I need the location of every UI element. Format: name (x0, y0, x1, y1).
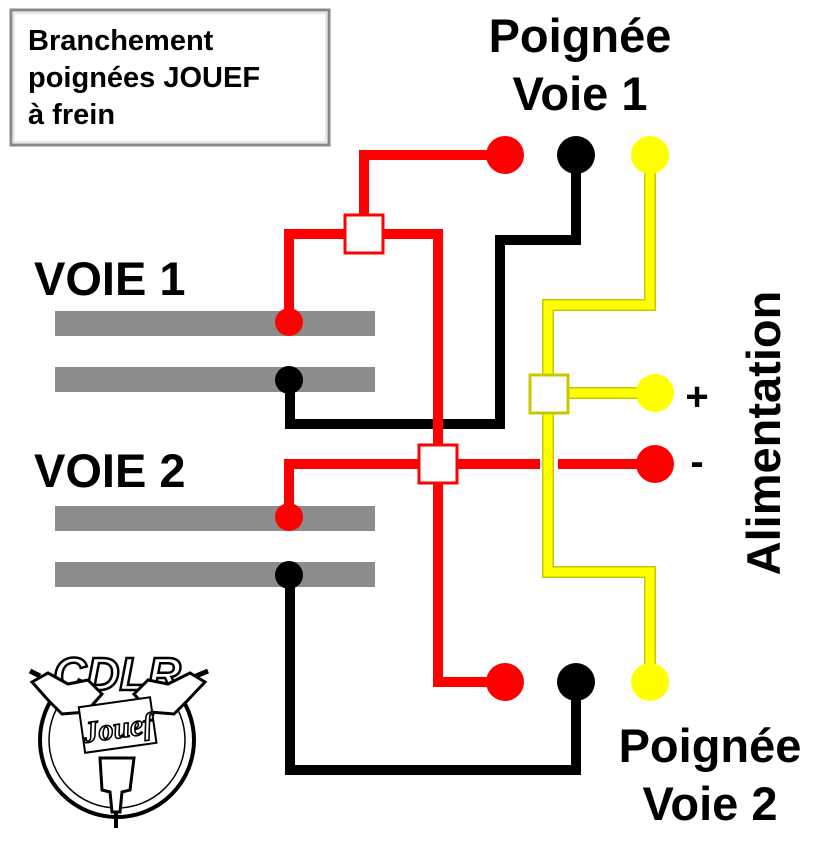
track1-rail1-contact (275, 308, 303, 336)
title-line-1: Branchement (28, 25, 214, 57)
title-line-2: poignées JOUEF (28, 62, 260, 94)
logo-brand-mark: Jouef (77, 696, 159, 754)
handle2-red-terminal (486, 663, 524, 701)
yellow-wire (543, 155, 655, 682)
track2-rail-2 (55, 562, 375, 587)
title-box-inner-frame (13, 12, 327, 143)
track1-rail-2 (55, 367, 375, 392)
terminals (275, 136, 674, 701)
red-wire-handle1-to-junction (359, 150, 505, 234)
junction-red-bottom (417, 443, 459, 485)
track2-rail-1 (55, 506, 375, 531)
track2-rail2-contact (275, 561, 303, 589)
cdlr-logo: CDLR Jouef (28, 647, 209, 828)
power-minus-terminal (636, 445, 674, 483)
power-plus-label: + (685, 375, 708, 419)
logo-hand-bottom-icon (98, 756, 136, 814)
power-minus-label: - (690, 440, 703, 484)
black-wire-handle2-track2 (285, 575, 581, 775)
logo-brand-plate (77, 696, 158, 754)
junctions (343, 213, 570, 485)
track2-label: VOIE 2 (34, 444, 186, 497)
power-label: Alimentation (737, 291, 790, 576)
logo-left-tool-icon (28, 668, 42, 679)
track1-rail-1 (55, 311, 375, 336)
handle2-label-line-2: Voie 2 (643, 777, 778, 830)
logo-left-hand-icon (29, 671, 105, 716)
handle1-black-terminal (557, 136, 595, 174)
power-plus-terminal (636, 374, 674, 412)
handle1-red-terminal (486, 136, 524, 174)
yellow-wire-outline (542, 155, 656, 682)
junction-yellow (528, 373, 570, 415)
junction-red-top (343, 213, 385, 255)
handle1-yellow-terminal (631, 136, 669, 174)
rails (55, 311, 375, 587)
handle2-label-line-1: Poignée (619, 719, 802, 772)
title-line-3: à frein (28, 99, 115, 131)
title-box-frame (9, 8, 331, 147)
track1-rail2-contact (275, 366, 303, 394)
track1-label: VOIE 1 (34, 252, 186, 305)
logo-right-tool-icon (195, 668, 209, 679)
black-wires (285, 155, 581, 775)
handle2-yellow-terminal (631, 663, 669, 701)
handle2-black-terminal (557, 663, 595, 701)
title-box: Branchement poignées JOUEF à frein (9, 8, 331, 147)
handle1-label-line-2: Voie 1 (513, 67, 648, 120)
red-wire-track1-to-junction2 (284, 229, 443, 464)
track2-rail1-contact (275, 503, 303, 531)
yellow-wires (542, 155, 656, 682)
handle1-label-line-1: Poignée (489, 9, 672, 62)
black-wire-handle1-track1 (285, 155, 581, 429)
